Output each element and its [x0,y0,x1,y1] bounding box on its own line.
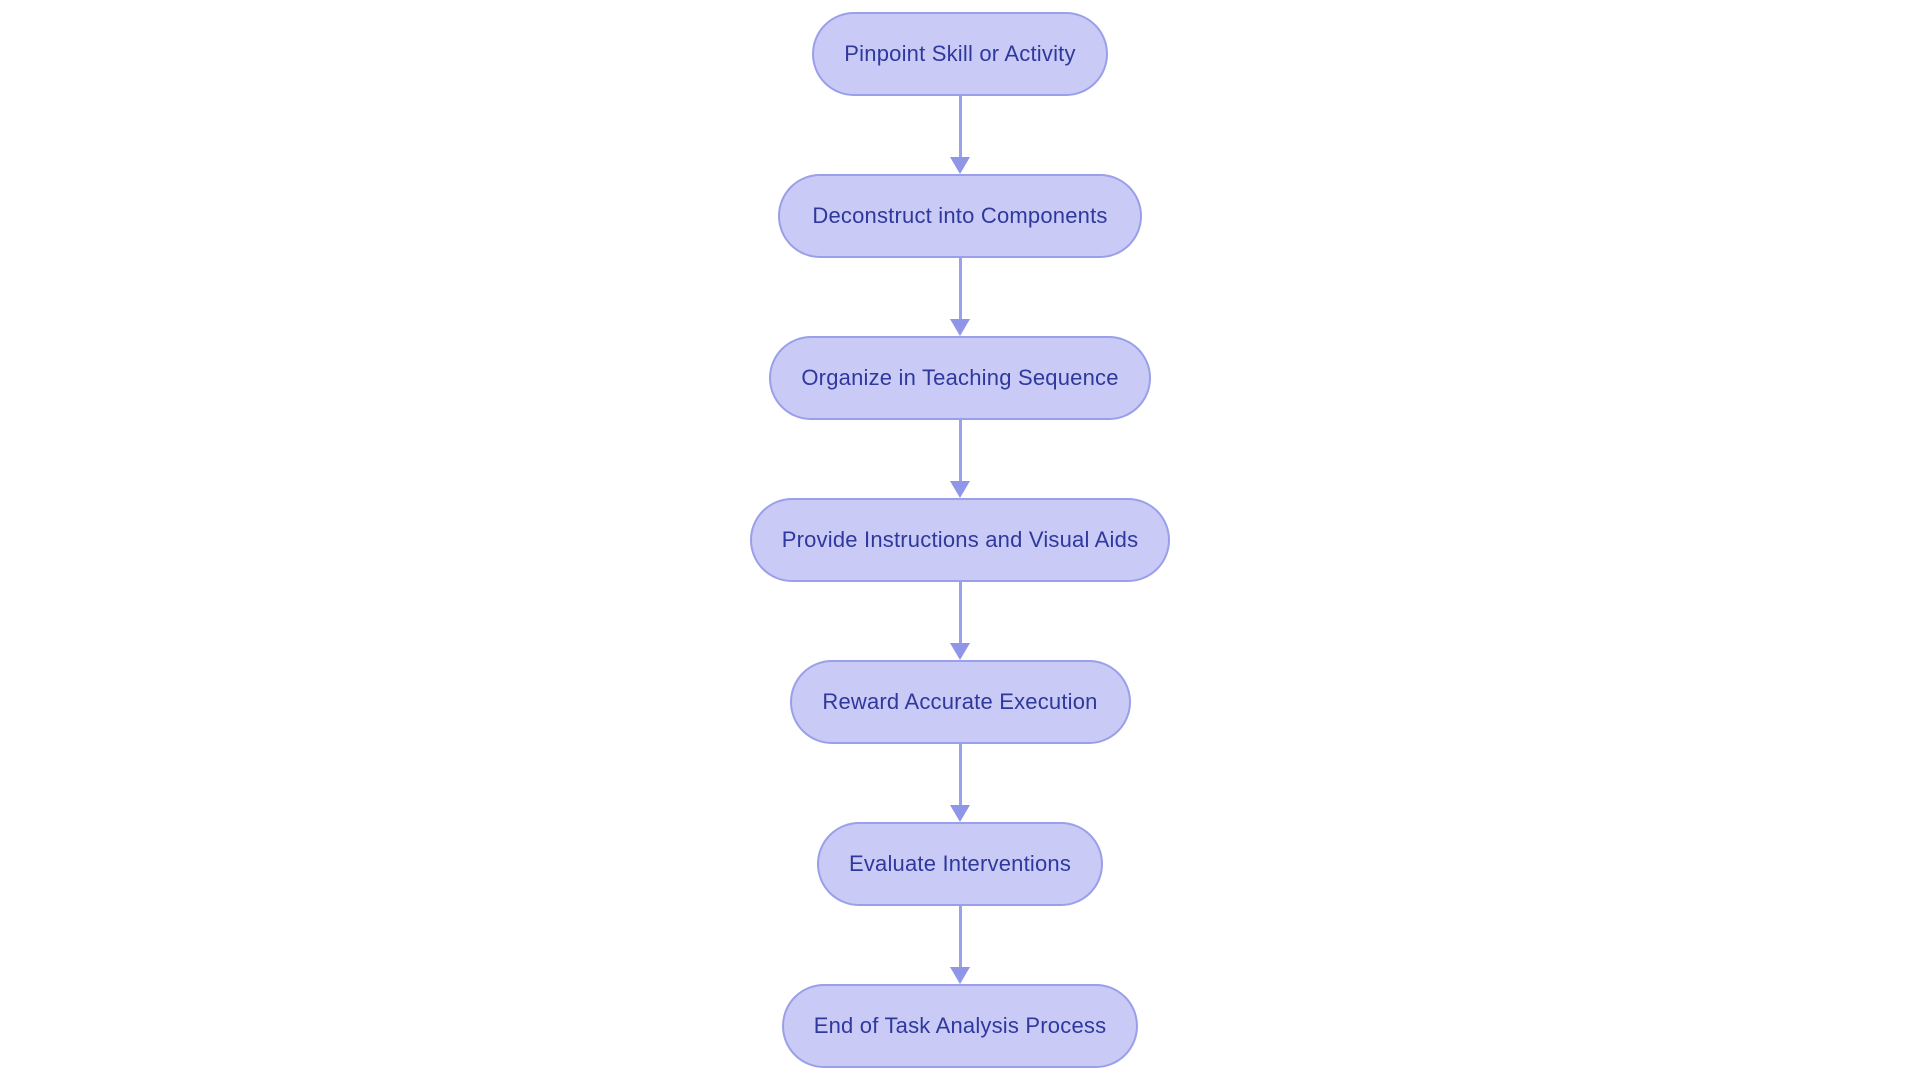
flow-node-n2: Deconstruct into Components [778,174,1142,258]
arrow-line [958,906,962,967]
flow-node-n3: Organize in Teaching Sequence [769,336,1151,420]
arrow-connector-n6-n7 [950,906,970,984]
arrow-connector-n4-n5 [950,582,970,660]
arrow-down-icon [950,805,970,822]
arrow-connector-n1-n2 [950,96,970,174]
arrow-line [958,96,962,157]
arrow-line [958,744,962,805]
flow-node-n1: Pinpoint Skill or Activity [812,12,1108,96]
flow-node-n7: End of Task Analysis Process [781,984,1139,1068]
arrow-down-icon [950,157,970,174]
flow-node-n4: Provide Instructions and Visual Aids [749,498,1171,582]
arrow-connector-n2-n3 [950,258,970,336]
flow-node-label: Evaluate Interventions [848,851,1072,876]
flow-node-label: Pinpoint Skill or Activity [844,41,1076,66]
flow-node-label: Organize in Teaching Sequence [801,365,1119,390]
arrow-down-icon [950,643,970,660]
flow-node-label: Deconstruct into Components [812,203,1108,228]
flow-node-label: End of Task Analysis Process [813,1013,1107,1038]
arrow-down-icon [950,319,970,336]
arrow-connector-n3-n4 [950,420,970,498]
arrow-line [958,420,962,481]
flow-node-n5: Reward Accurate Execution [789,660,1131,744]
flow-node-label: Reward Accurate Execution [822,689,1098,714]
arrow-connector-n5-n6 [950,744,970,822]
flow-node-label: Provide Instructions and Visual Aids [781,527,1139,552]
arrow-line [958,582,962,643]
flow-node-n6: Evaluate Interventions [816,822,1104,906]
arrow-line [958,258,962,319]
arrow-down-icon [950,481,970,498]
arrow-down-icon [950,967,970,984]
flowchart: Pinpoint Skill or Activity Deconstruct i… [0,12,1920,1068]
